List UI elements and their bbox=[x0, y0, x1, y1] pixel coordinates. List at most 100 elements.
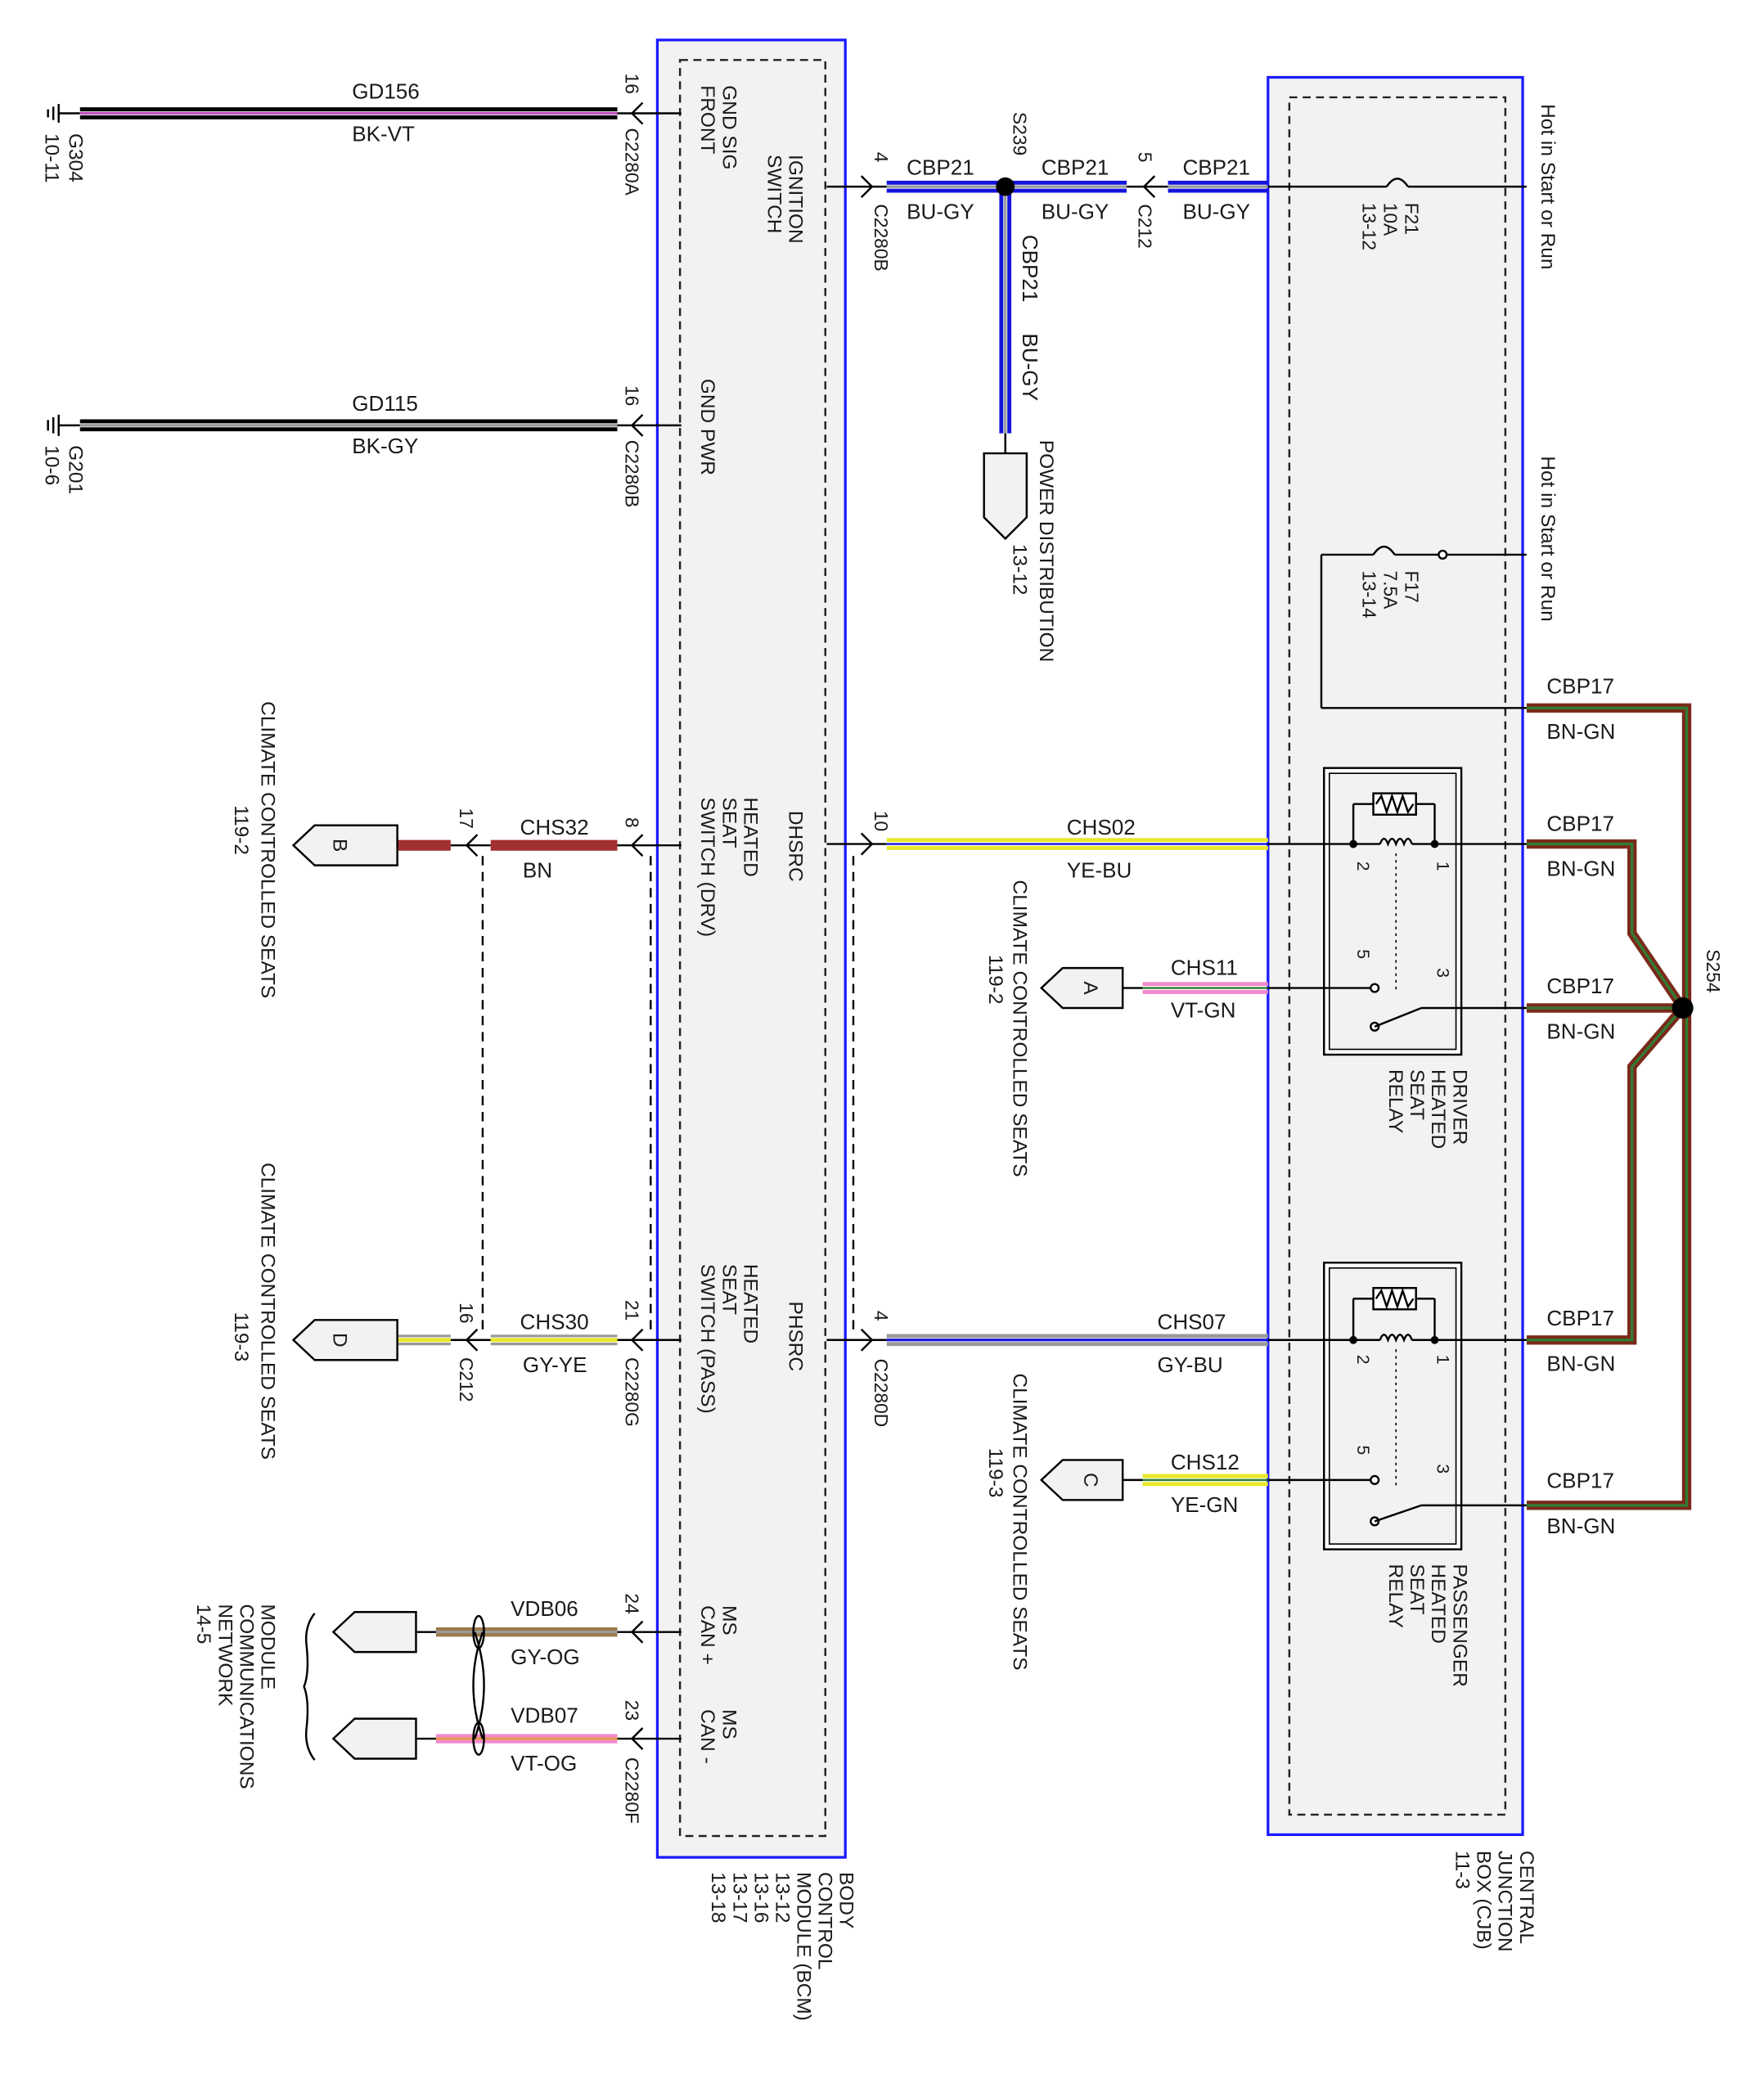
chs11-color: VT-GN bbox=[1171, 997, 1236, 1022]
f17-page: 13-14 bbox=[1358, 570, 1379, 619]
cbp17-1-color: BN-GN bbox=[1546, 719, 1615, 744]
pass-relay-4: RELAY bbox=[1384, 1564, 1406, 1628]
cbp21-b-circuit: CBP21 bbox=[1042, 155, 1109, 179]
g304-page: 10-11 bbox=[40, 133, 62, 183]
chs07-pin: 4 bbox=[871, 1311, 892, 1321]
pin-ms-can-plus-2: CAN + bbox=[696, 1605, 718, 1665]
ref-connector-a[interactable] bbox=[1039, 966, 1124, 1010]
ref-connector-mcn-minus[interactable] bbox=[331, 1717, 417, 1760]
wire-chs07 bbox=[826, 1328, 1527, 1352]
cbp21-a-connector: C2280B bbox=[871, 204, 892, 271]
splice-s239: S239 bbox=[1010, 112, 1031, 155]
pin-ignition-2: SWITCH bbox=[763, 155, 785, 233]
ref-d-letter: D bbox=[328, 1333, 350, 1348]
bcm-name-2: CONTROL bbox=[814, 1872, 836, 1969]
pin-dhsrc: DHSRC bbox=[785, 811, 807, 882]
g201-page: 10-6 bbox=[40, 445, 62, 485]
ref-a-page: 119-2 bbox=[984, 955, 1006, 1005]
vdb06-color: GY-OG bbox=[511, 1645, 580, 1669]
drv-pin-2: 2 bbox=[1353, 862, 1372, 871]
wire-chs30 bbox=[397, 1328, 682, 1352]
cbp21-d-circuit: CBP21 bbox=[1018, 235, 1042, 303]
gd115-circuit: GD115 bbox=[352, 391, 418, 416]
chs12-circuit: CHS12 bbox=[1171, 1450, 1240, 1474]
pin-ms-can-minus-1: MS bbox=[718, 1709, 740, 1739]
pin-gnd-pwr: GND PWR bbox=[696, 379, 718, 475]
wire-cbp21 bbox=[826, 175, 1527, 454]
pin-ignition-1: IGNITION bbox=[785, 155, 807, 244]
chs11-circuit: CHS11 bbox=[1171, 955, 1238, 979]
mcn-brace bbox=[303, 1613, 316, 1761]
gd156-color: BK-VT bbox=[352, 122, 415, 146]
gd156-connector: C2280A bbox=[621, 128, 642, 196]
wire-vdb06 bbox=[416, 1620, 682, 1644]
ref-connector-c[interactable] bbox=[1039, 1459, 1124, 1501]
f17-rating: 7.5A bbox=[1380, 570, 1402, 610]
cbp21-b-color: BU-GY bbox=[1042, 199, 1109, 223]
vdb07-pin: 23 bbox=[621, 1700, 642, 1721]
pin-heated-pass-2: SEAT bbox=[718, 1264, 740, 1315]
ref-connector-mcn-plus[interactable] bbox=[331, 1611, 417, 1654]
wire-chs02 bbox=[826, 832, 1527, 856]
cbp21-d-color: BU-GY bbox=[1018, 333, 1042, 401]
gd156-circuit: GD156 bbox=[352, 79, 420, 104]
gd115-pin: 16 bbox=[621, 385, 642, 406]
bcm-name-7: 13-18 bbox=[707, 1872, 729, 1924]
chs30-connector-bcm: C2280G bbox=[621, 1357, 642, 1427]
chs02-circuit: CHS02 bbox=[1067, 815, 1136, 839]
wire-chs32 bbox=[397, 834, 682, 857]
cbp21-a-circuit: CBP21 bbox=[907, 155, 974, 179]
vdb07-color: VT-OG bbox=[511, 1751, 577, 1775]
cbp17-5-circuit: CBP17 bbox=[1546, 1469, 1614, 1493]
cbp17-2-color: BN-GN bbox=[1546, 857, 1615, 881]
f21-id: F21 bbox=[1402, 203, 1423, 235]
cbp17-2-circuit: CBP17 bbox=[1546, 811, 1614, 835]
chs12-color: YE-GN bbox=[1171, 1492, 1239, 1517]
gd115-connector: C2280B bbox=[621, 440, 642, 507]
fuse-f17 bbox=[1320, 545, 1527, 709]
wire-vdb07 bbox=[416, 1727, 682, 1750]
drv-relay-1: DRIVER bbox=[1448, 1069, 1470, 1145]
pass-pin-3: 3 bbox=[1433, 1464, 1452, 1474]
cbp17-5-color: BN-GN bbox=[1546, 1514, 1615, 1538]
mcn-4: 14-5 bbox=[192, 1604, 214, 1644]
chs32-pin-c212: 17 bbox=[456, 808, 477, 829]
ref-d-page: 119-3 bbox=[230, 1312, 252, 1362]
ref-c-text: CLIMATE CONTROLLED SEATS bbox=[1009, 1374, 1031, 1671]
bcm-name-5: 13-16 bbox=[749, 1872, 772, 1924]
cbp21-c-circuit: CBP21 bbox=[1182, 155, 1250, 179]
drv-pin-5: 5 bbox=[1353, 949, 1372, 959]
chs07-color: GY-BU bbox=[1158, 1352, 1223, 1377]
cjb-name-3: BOX (CJB) bbox=[1473, 1851, 1495, 1950]
vdb06-pin: 24 bbox=[621, 1593, 642, 1614]
ref-connector-b[interactable] bbox=[291, 824, 398, 866]
pass-relay-3: SEAT bbox=[1406, 1564, 1428, 1615]
pass-relay-1: PASSENGER bbox=[1448, 1564, 1470, 1687]
ref-a-letter: A bbox=[1079, 981, 1101, 995]
pass-pin-1: 1 bbox=[1433, 1355, 1452, 1365]
pin-gnd-sig-1: GND SIG bbox=[718, 85, 740, 169]
mcn-2: COMMUNICATIONS bbox=[235, 1604, 257, 1789]
wire-cbp17-bus bbox=[1526, 703, 1694, 1510]
chs07-connector: C2280D bbox=[871, 1359, 892, 1428]
pin-heated-pass-3: SWITCH (PASS) bbox=[696, 1264, 718, 1414]
twisted-pair-symbol bbox=[472, 1614, 485, 1756]
wire-gd115 bbox=[79, 413, 682, 437]
pin-phsrc: PHSRC bbox=[785, 1302, 807, 1372]
cbp21-b-pin: 5 bbox=[1135, 152, 1156, 163]
chs30-color: GY-YE bbox=[523, 1352, 587, 1377]
chs30-pin-bcm: 21 bbox=[621, 1300, 642, 1321]
f21-page: 13-12 bbox=[1358, 203, 1379, 250]
cbp21-a-pin: 4 bbox=[871, 152, 892, 163]
mcn-3: NETWORK bbox=[214, 1604, 236, 1707]
chs32-color: BN bbox=[523, 857, 552, 882]
drv-relay-3: SEAT bbox=[1406, 1069, 1428, 1120]
cbp17-4-color: BN-GN bbox=[1546, 1351, 1615, 1375]
ref-connector-d[interactable] bbox=[291, 1319, 398, 1361]
ground-g304 bbox=[47, 104, 80, 123]
hot-label-1: Hot in Start or Run bbox=[1537, 104, 1559, 269]
vdb06-circuit: VDB06 bbox=[511, 1596, 578, 1621]
power-distribution-connector bbox=[983, 452, 1028, 541]
driver-heated-seat-relay bbox=[1323, 767, 1527, 1056]
hot-label-2: Hot in Start or Run bbox=[1537, 456, 1559, 621]
